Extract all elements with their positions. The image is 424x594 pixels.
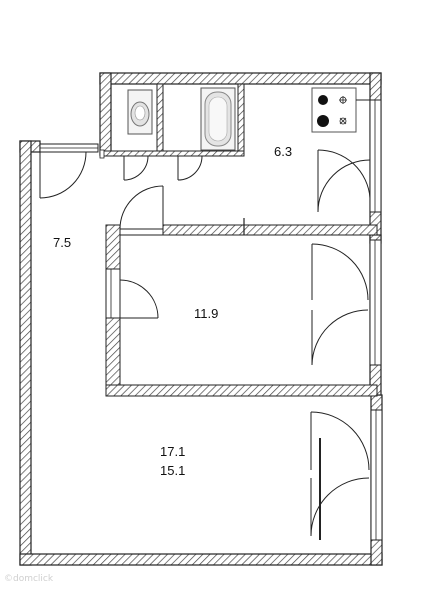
- bath-door: [177, 155, 203, 181]
- kitchen-window: [317, 99, 382, 213]
- wall-wc-bath: [156, 83, 164, 155]
- wall-left-upper: [99, 72, 112, 156]
- wall-bedroom-bottom: [105, 384, 378, 397]
- wall-top-upper: [99, 72, 382, 85]
- bathtub-icon: [200, 87, 236, 151]
- bedroom-area-label: 11.9: [194, 306, 219, 321]
- wall-bedroom-top-right: [162, 224, 378, 236]
- corridor-door: [119, 185, 164, 236]
- wc-door: [123, 155, 149, 181]
- wall-left: [19, 140, 32, 566]
- living-window: [310, 409, 383, 541]
- bedroom-door: [105, 268, 159, 319]
- wall-bath-kitchen: [237, 83, 245, 155]
- interior-walls: [99, 83, 378, 397]
- hall-area-label: 7.5: [53, 235, 72, 250]
- entrance-door: [39, 143, 105, 199]
- wall-bedroom-left: [105, 224, 121, 270]
- toilet-icon: [127, 89, 153, 135]
- watermark: ©domclick: [4, 574, 54, 584]
- living-living-area-label: 15.1: [160, 463, 186, 478]
- living-total-area-label: 17.1: [160, 444, 186, 459]
- wall-bottom: [19, 553, 383, 566]
- wall-wc-bottom: [99, 150, 245, 157]
- wall-bedroom-left-low: [105, 317, 121, 397]
- kitchen-area-label: 6.3: [274, 144, 293, 159]
- stove-icon: [311, 87, 370, 133]
- bedroom-window: [311, 239, 382, 366]
- wall-kitchen-left: [238, 154, 244, 232]
